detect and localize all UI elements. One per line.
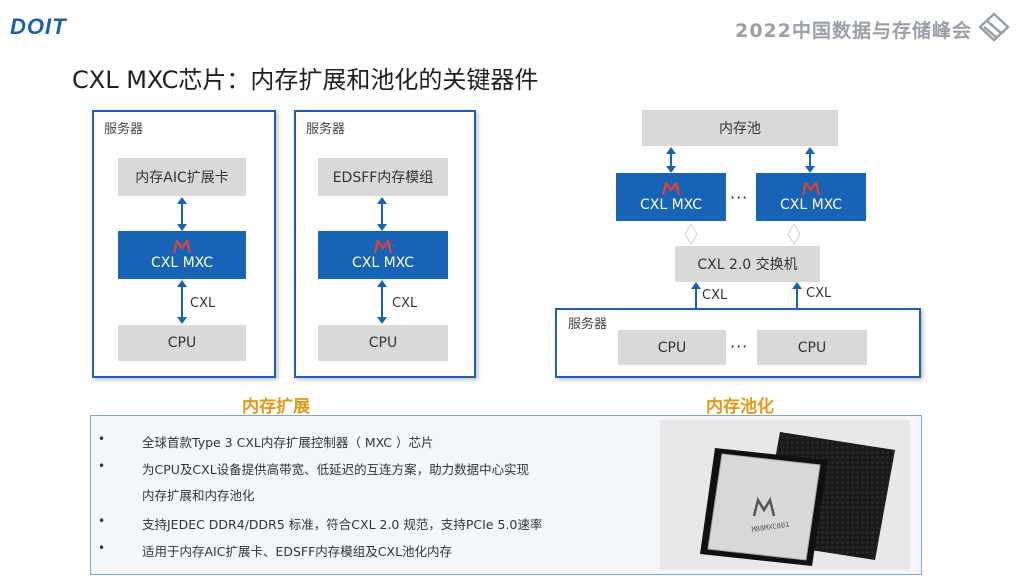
mxc-label-1: CXL MXC: [150, 254, 214, 271]
mxc-ellipsis: ···: [730, 188, 749, 207]
bullet-dot: •: [98, 459, 106, 473]
aic-card-box: 内存AIC扩展卡: [118, 158, 246, 196]
server-label-2: 服务器: [306, 122, 346, 137]
arrow-mxc-cpu-2: [377, 280, 387, 324]
pool-cpu-box-1: CPU: [618, 330, 726, 365]
pool-mxc-box-2: CXL MXC: [756, 173, 866, 221]
arrow-module-mxc-2: [377, 197, 387, 231]
bullet-text: 适用于内存AIC扩展卡、EDSFF内存模组及CXL池化内存: [142, 544, 453, 559]
bullet-text: 为CPU及CXL设备提供高带宽、低延迟的互连方案，助力数据中心实现: [142, 462, 530, 477]
pool-server-label: 服务器: [568, 317, 608, 332]
pool-mxc-label-1: CXL MXC: [639, 196, 703, 213]
bullet-dot: •: [98, 541, 106, 555]
doit-logo: DOIT: [10, 14, 67, 39]
mxc-box-2: CXL MXC: [318, 231, 448, 279]
cpu-box-1: CPU: [118, 325, 246, 361]
server-label-1: 服务器: [104, 122, 144, 137]
mxc-box-1: CXL MXC: [118, 231, 246, 279]
cxl-link-label-2: CXL: [392, 296, 418, 311]
connector-mxc-switch-2: [787, 223, 801, 245]
caption-expansion: 内存扩展: [242, 397, 310, 417]
cxl-link-label-1: CXL: [190, 296, 216, 311]
pool-mxc-box-1: CXL MXC: [616, 173, 726, 221]
bullet-text: 全球首款Type 3 CXL内存扩展控制器（ MXC ）芯片: [142, 435, 434, 450]
mxc-m-logo-icon: [801, 181, 821, 195]
pool-mxc-label-2: CXL MXC: [779, 196, 843, 213]
bullet-text: 支持JEDEC DDR4/DDR5 标准，符合CXL 2.0 规范，支持PCIe…: [142, 517, 543, 532]
mxc-m-logo-icon: [373, 239, 393, 253]
bullet-dot: •: [98, 514, 106, 528]
arrow-mxc-cpu-1: [177, 280, 187, 324]
pool-cxl-label-1: CXL: [702, 288, 728, 303]
arrow-pool-mxc-1: [666, 147, 676, 173]
bullet-dot: •: [98, 432, 106, 446]
mxc-label-2: CXL MXC: [351, 254, 415, 271]
connector-mxc-switch-1: [684, 223, 698, 245]
page-title: CXL MXC芯片：内存扩展和池化的关键器件: [72, 66, 539, 94]
mxc-m-logo-icon: [172, 239, 192, 253]
pool-cxl-label-2: CXL: [806, 286, 832, 301]
conference-title: 2022中国数据与存储峰会: [735, 20, 972, 42]
mxc-m-logo-icon: [661, 181, 681, 195]
pool-cpu-box-2: CPU: [757, 330, 867, 365]
edsff-module-box: EDSFF内存模组: [318, 158, 448, 196]
cxl-switch-box: CXL 2.0 交换机: [675, 246, 820, 282]
memory-pool-box: 内存池: [642, 110, 838, 146]
mxc-chip-image: M88MXC001: [700, 432, 895, 566]
cpu-box-2: CPU: [318, 325, 448, 361]
conference-logo-icon: [978, 12, 1010, 42]
arrow-pool-mxc-2: [805, 147, 815, 173]
bullet-text: 内存扩展和内存池化: [142, 488, 255, 503]
caption-pooling: 内存池化: [706, 397, 774, 417]
cpu-ellipsis: ···: [730, 337, 749, 356]
arrow-card-mxc-1: [177, 197, 187, 231]
chip-photo-area: M88MXC001: [660, 420, 910, 570]
